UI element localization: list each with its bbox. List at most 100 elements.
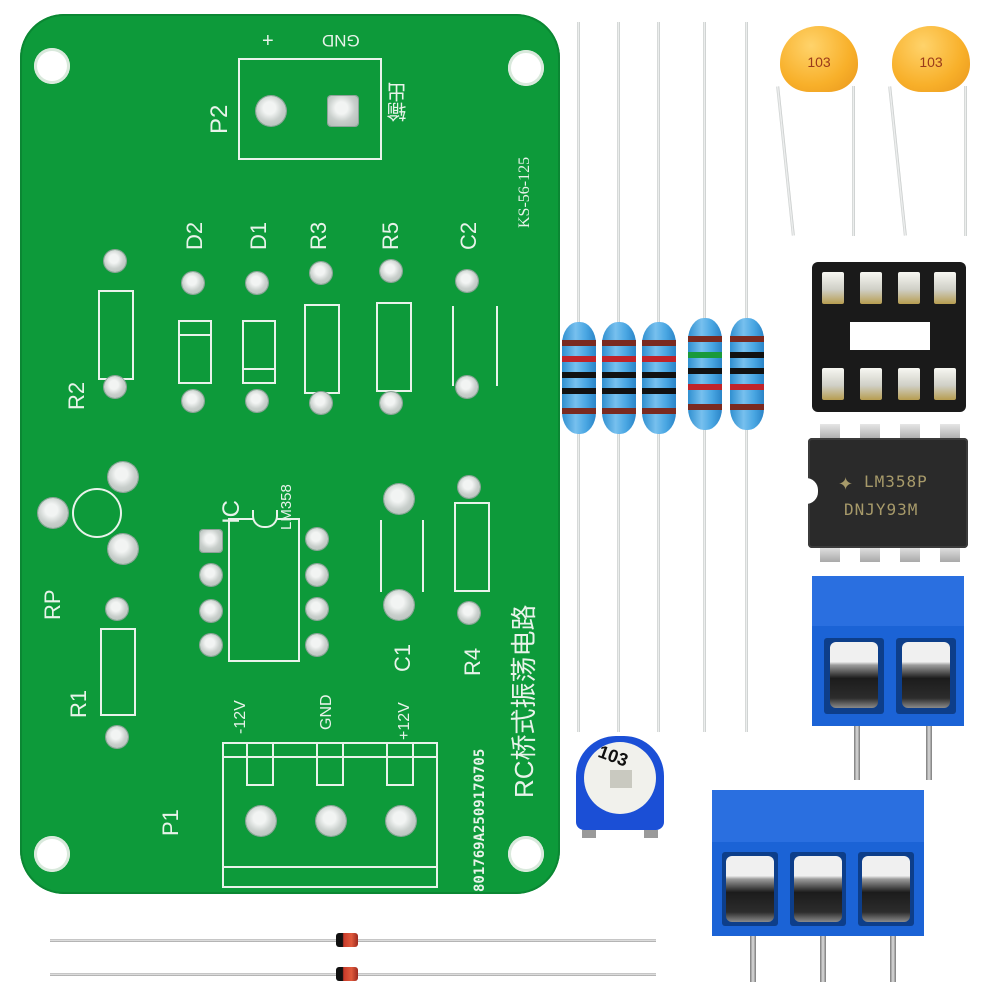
trimpot-pin: [582, 830, 596, 838]
ic-pad: [306, 634, 328, 656]
mounting-hole: [34, 48, 70, 84]
terminal-block-3pin: [712, 790, 924, 936]
ic-leg: [940, 546, 960, 562]
p1-line: [222, 866, 438, 868]
capacitor-code: 103: [807, 54, 831, 70]
resistor: [602, 322, 636, 434]
d1-label: D1: [246, 221, 271, 250]
resistor-color-band: [730, 352, 764, 358]
resistor: [688, 318, 722, 430]
ic-marking-line1: LM358P: [864, 472, 928, 491]
capacitor-lead: [888, 86, 907, 236]
resistor-color-band: [562, 356, 596, 362]
ic-pad: [306, 528, 328, 550]
r4-pad: [458, 602, 480, 624]
p1-line: [222, 756, 438, 758]
d2-outline: [178, 320, 212, 384]
d2-pad: [182, 272, 204, 294]
c1-pad: [384, 484, 414, 514]
p1-pad: [316, 806, 346, 836]
rp-label: RP: [40, 589, 65, 620]
resistor-color-band: [602, 408, 636, 414]
resistor-color-band: [730, 404, 764, 410]
capacitor-code: 103: [919, 54, 943, 70]
lm358-chip: ✦ LM358P DNJY93M: [806, 438, 968, 548]
ic-leg: [940, 424, 960, 440]
ic-pad: [200, 600, 222, 622]
resistor-color-band: [642, 388, 676, 394]
r4-pad: [458, 476, 480, 498]
r1-pad: [106, 726, 128, 748]
d1-cathode-mark: [242, 368, 276, 370]
terminal-top: [712, 790, 924, 842]
p2-output-label: 输出: [388, 82, 410, 122]
d2-cathode-mark: [178, 334, 212, 336]
ic-pad: [306, 564, 328, 586]
c1-pad: [384, 590, 414, 620]
socket-window: [850, 322, 930, 350]
trimpot-pin: [644, 830, 658, 838]
p1-slot: [316, 742, 344, 786]
pcb-board: + GND P2 输出 KS-56-125 D2 D1 R3 R5 C2 R2 …: [20, 14, 560, 894]
socket-contact: [898, 368, 920, 400]
p2-pad-plus: [256, 96, 286, 126]
resistor-color-band: [730, 336, 764, 342]
trimpot: 103: [572, 730, 668, 840]
ic-pin1-pad: [200, 530, 222, 552]
socket-contact: [822, 272, 844, 304]
r1-pad: [106, 598, 128, 620]
resistor-color-band: [602, 340, 636, 346]
rp-pad: [108, 462, 138, 492]
d1-pad: [246, 272, 268, 294]
c2-pad: [456, 376, 478, 398]
ceramic-capacitor: 103: [780, 26, 858, 92]
p2-label: P2: [206, 104, 233, 134]
zener-diode: [336, 967, 358, 981]
trimpot-slot: [610, 770, 632, 788]
resistor-color-band: [688, 368, 722, 374]
resistor-color-band: [562, 340, 596, 346]
c1-outline: [380, 520, 424, 592]
resistor-color-band: [562, 388, 596, 394]
terminal-screw: [830, 642, 878, 708]
mounting-hole: [508, 836, 544, 872]
resistor-color-band: [688, 404, 722, 410]
r1-label: R1: [66, 689, 91, 718]
rp-outline: [72, 488, 122, 538]
ic-pad: [200, 564, 222, 586]
resistor-color-band: [642, 372, 676, 378]
terminal-pin: [750, 910, 756, 982]
ic-leg: [900, 546, 920, 562]
terminal-pin: [854, 700, 860, 780]
terminal-top: [812, 576, 964, 626]
socket-contact: [860, 272, 882, 304]
terminal-screw: [862, 856, 910, 922]
p1-slot: [386, 742, 414, 786]
socket-contact: [860, 368, 882, 400]
resistor: [730, 318, 764, 430]
r3-label: R3: [306, 221, 331, 250]
ic-pad: [306, 598, 328, 620]
resistor: [642, 322, 676, 434]
d2-label: D2: [182, 221, 207, 250]
terminal-screw: [794, 856, 842, 922]
ic-leg: [820, 424, 840, 440]
resistor: [562, 322, 596, 434]
resistor-color-band: [730, 368, 764, 374]
capacitor-lead: [964, 86, 967, 236]
ic-outline: [228, 518, 300, 662]
p1-pad: [246, 806, 276, 836]
r5-outline: [376, 302, 412, 392]
r3-pad: [310, 262, 332, 284]
zener-diode: [336, 933, 358, 947]
r2-pad: [104, 376, 126, 398]
ic-leg: [820, 546, 840, 562]
resistor-color-band: [562, 372, 596, 378]
ic-leg: [860, 424, 880, 440]
terminal-pin: [820, 910, 826, 982]
socket-contact: [934, 368, 956, 400]
ceramic-capacitor: 103: [892, 26, 970, 92]
ic-leg: [900, 424, 920, 440]
resistor-color-band: [602, 372, 636, 378]
capacitor-lead: [776, 86, 795, 236]
